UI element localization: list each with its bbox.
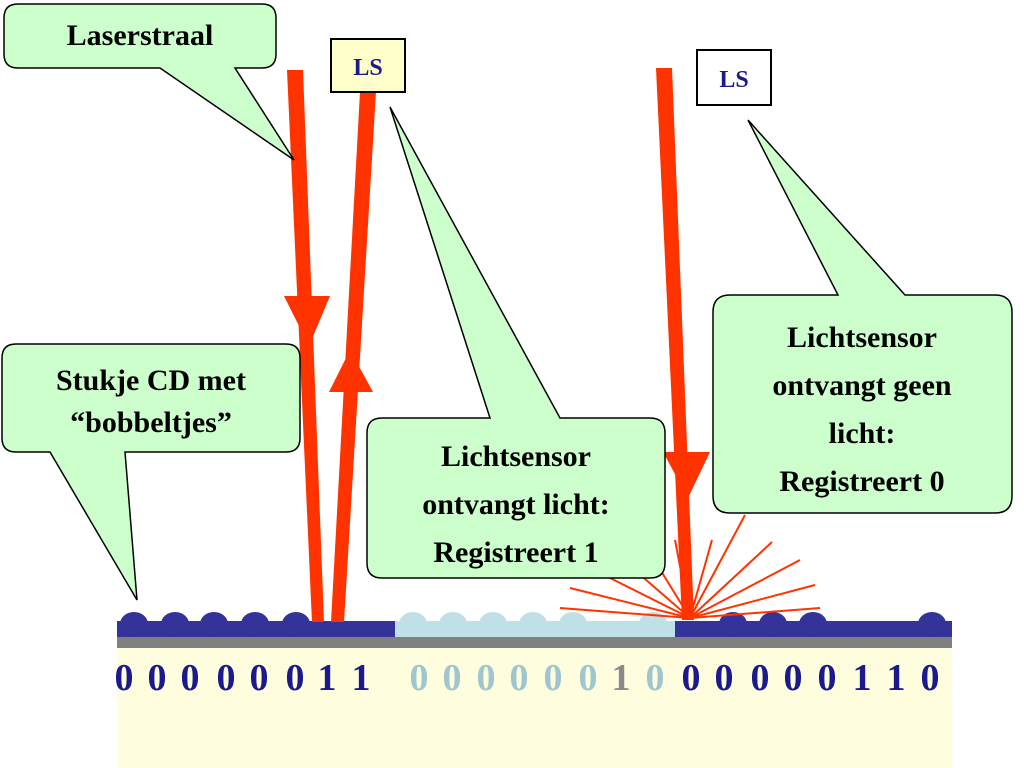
bit: 0 — [646, 657, 665, 699]
bit: 0 — [477, 657, 496, 699]
bit: 0 — [443, 657, 462, 699]
cd-bumps-right — [719, 612, 946, 636]
bit: 1 — [318, 657, 337, 699]
callout-sensor-receives-line-3: Registreert 1 — [433, 536, 598, 569]
laser-beam-left-incoming — [284, 70, 330, 622]
bits-group-3: 0 0 0 0 0 1 1 0 — [682, 657, 940, 699]
callout-cd-piece: Stukje CD met “bobbeltjes” — [1, 343, 301, 601]
callout-sensor-no-light-line-1: Lichtsensor — [787, 321, 937, 354]
callout-sensor-no-light-line-2: ontvangt geen — [772, 369, 951, 402]
bit: 0 — [818, 657, 837, 699]
callout-cd-piece-line-2: “bobbeltjes” — [70, 406, 232, 439]
bit: 0 — [115, 657, 134, 699]
callout-sensor-no-light-line-3: licht: — [829, 417, 896, 450]
callout-sensor-no-light-line-4: Registreert 0 — [779, 465, 944, 498]
bit: 0 — [715, 657, 734, 699]
bits-group-1: 0 0 0 0 0 0 1 1 — [115, 657, 371, 699]
bit: 0 — [544, 657, 563, 699]
cd-stripe — [117, 636, 952, 648]
callout-sensor-receives-light: Lichtsensor ontvangt licht: Registreert … — [366, 106, 666, 579]
bit: 0 — [286, 657, 305, 699]
bit: 0 — [217, 657, 236, 699]
bit: 1 — [352, 657, 371, 699]
callout-laserstraal-text: Laserstraal — [67, 19, 214, 52]
light-sensor-left: LS — [330, 38, 406, 93]
laser-beam-right-incoming — [656, 68, 710, 620]
callout-sensor-no-light: Lichtsensor ontvangt geen licht: Registr… — [712, 119, 1013, 514]
bit: 0 — [410, 657, 429, 699]
bit: 0 — [784, 657, 803, 699]
callout-sensor-receives-line-1: Lichtsensor — [441, 440, 591, 473]
callout-sensor-receives-line-2: ontvangt licht: — [422, 488, 610, 521]
bits-group-2: 0 0 0 0 0 0 1 0 — [410, 657, 665, 699]
bit: 0 — [751, 657, 770, 699]
cd-bumps-middle — [399, 612, 667, 636]
light-sensor-right: LS — [696, 49, 772, 106]
light-sensor-left-label: LS — [353, 55, 382, 81]
callout-laserstraal: Laserstraal — [3, 3, 295, 161]
cd-base — [117, 646, 952, 768]
bit: 0 — [148, 657, 167, 699]
laser-beam-left-reflected — [329, 92, 376, 622]
bit: 0 — [510, 657, 529, 699]
bit: 0 — [250, 657, 269, 699]
bit: 0 — [579, 657, 598, 699]
bit: 1 — [887, 657, 906, 699]
bit: 0 — [181, 657, 200, 699]
callout-cd-piece-line-1: Stukje CD met — [56, 364, 246, 397]
light-sensor-right-label: LS — [719, 67, 748, 93]
bit: 1 — [612, 657, 631, 699]
bit: 0 — [682, 657, 701, 699]
cd-bumps-left — [120, 612, 310, 636]
bit: 1 — [853, 657, 872, 699]
bit: 0 — [921, 657, 940, 699]
